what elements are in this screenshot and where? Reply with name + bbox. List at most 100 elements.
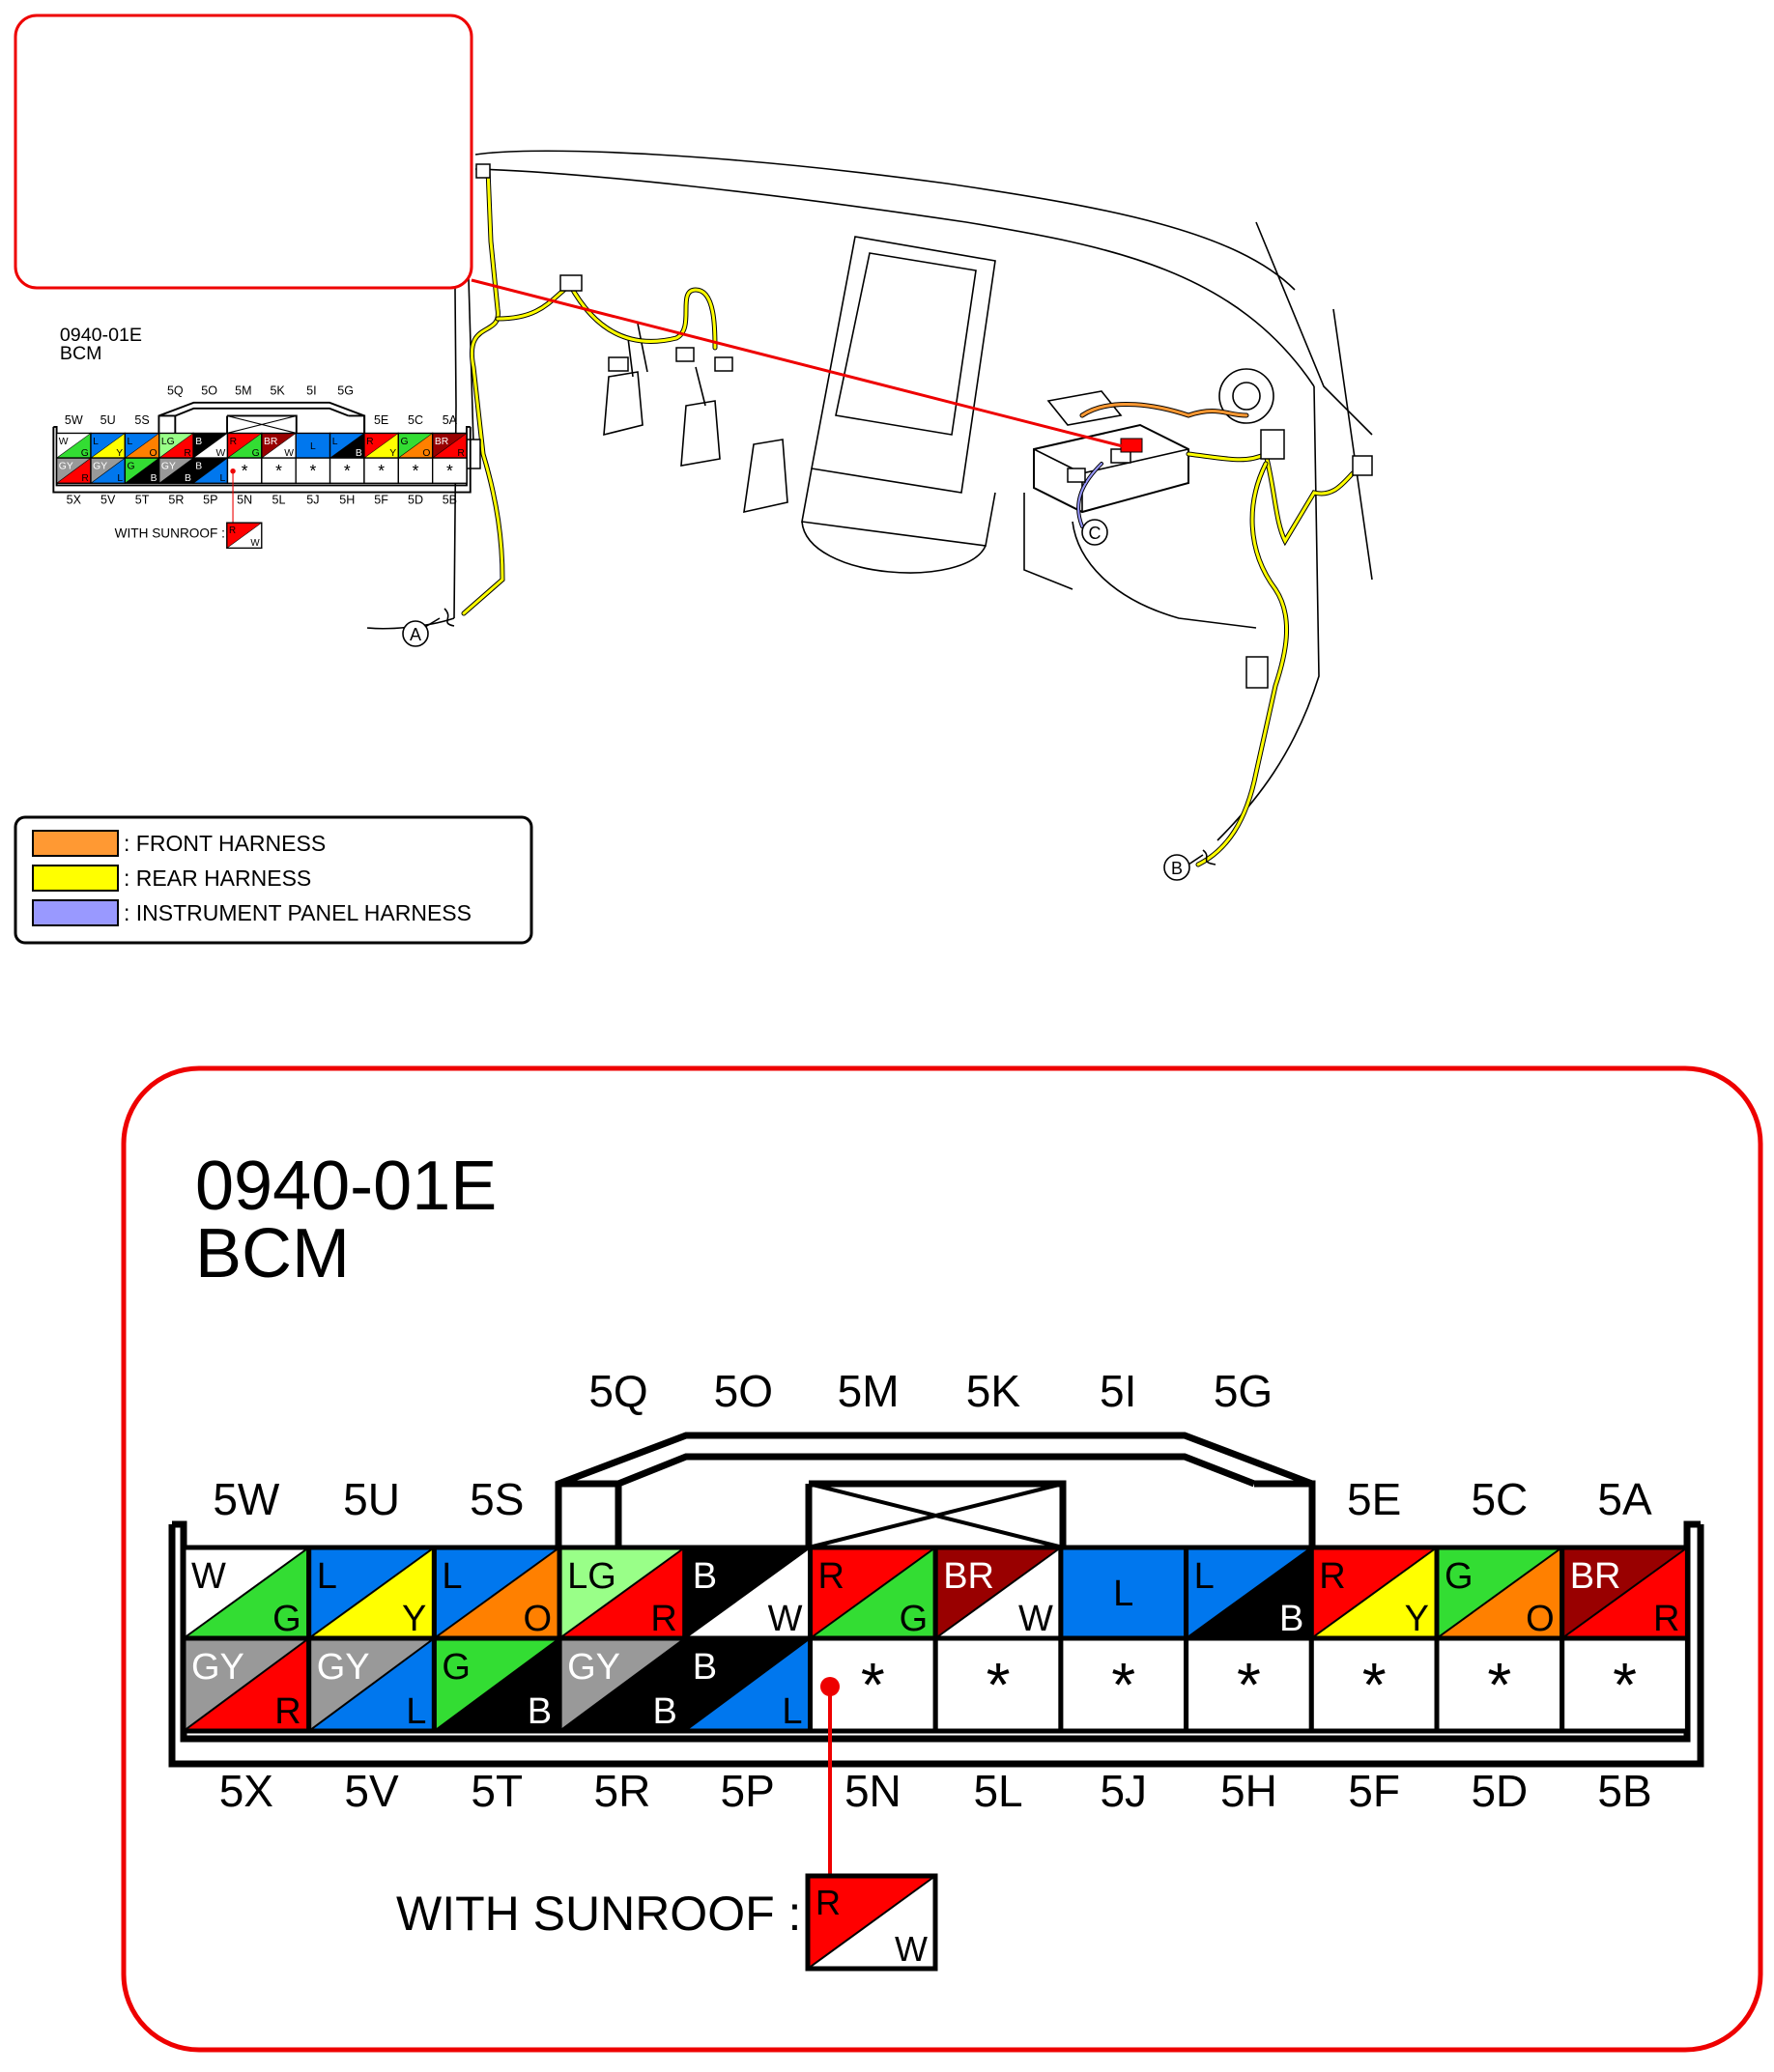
callout-leader-line — [471, 278, 1124, 448]
legend-label-front: : FRONT HARNESS — [124, 831, 326, 856]
terminal-20: * — [1184, 1635, 1314, 1734]
vehicle-layout-drawing — [366, 150, 1373, 841]
terminal-wire-color-stripe: G — [900, 1599, 929, 1639]
locator-a-label: A — [410, 625, 421, 644]
terminal-wire-color-stripe: R — [650, 1599, 676, 1639]
locator-c: C — [1081, 519, 1108, 546]
connector-name: BCM — [195, 1215, 350, 1292]
pin-label-top: 5M — [838, 1366, 900, 1416]
legend-label-rear: : REAR HARNESS — [124, 866, 311, 891]
terminal-21: * — [1308, 1635, 1440, 1734]
pin-label-top: 5E — [1347, 1474, 1401, 1524]
pin-label-top: 5A — [1597, 1474, 1652, 1524]
terminal-6: BR W — [932, 1545, 1064, 1641]
bcm-connector-location — [1120, 438, 1143, 453]
pin-label-bottom: 5X — [219, 1766, 273, 1816]
terminal-wire-color-stripe: L — [406, 1691, 426, 1732]
terminal-wire-color-primary: LG — [567, 1556, 616, 1597]
terminal-wire-color-primary: GY — [317, 1647, 370, 1688]
pin-label-bottom: 5V — [344, 1766, 399, 1816]
wiring-harness — [461, 166, 1356, 867]
legend-swatch-rear — [32, 865, 119, 892]
legend-label-instrument-panel: : INSTRUMENT PANEL HARNESS — [124, 900, 472, 925]
small-callout-box — [14, 14, 473, 290]
terminal-wire-color-primary: B — [693, 1647, 717, 1688]
sunroof-terminal: RW — [805, 1873, 938, 1972]
connector-housing — [168, 1432, 1704, 1768]
terminal-unused-mark: * — [987, 1650, 1011, 1719]
terminal-3: LG R — [557, 1545, 688, 1641]
terminal-wire-color-stripe: R — [274, 1691, 300, 1732]
terminal-14: GB — [431, 1635, 562, 1734]
legend-item-front: : FRONT HARNESS — [32, 830, 326, 857]
terminal-wire-color-primary: W — [191, 1556, 226, 1597]
pin-label-bottom: 5B — [1597, 1766, 1651, 1816]
terminal-wire-color-primary: GY — [191, 1647, 244, 1688]
terminal-15: GY B — [557, 1635, 688, 1734]
legend-item-instrument-panel: : INSTRUMENT PANEL HARNESS — [32, 899, 472, 926]
terminal-7: L — [1058, 1545, 1189, 1641]
terminal-wire-color-stripe: R — [1653, 1599, 1679, 1639]
pin-label-bottom: 5R — [594, 1766, 651, 1816]
terminal-unused-mark: * — [1613, 1650, 1637, 1719]
sunroof-note-label: WITH SUNROOF : — [396, 1887, 801, 1941]
terminal-8: LB — [1184, 1545, 1314, 1641]
terminal-0: WG — [181, 1545, 312, 1641]
terminal-19: * — [1058, 1635, 1189, 1734]
locator-b: B — [1163, 849, 1216, 881]
harness-legend — [14, 815, 533, 945]
terminal-unused-mark: * — [1487, 1650, 1511, 1719]
terminal-wire-color-primary: R — [815, 1883, 841, 1922]
terminal-22: * — [1434, 1635, 1565, 1734]
legend-item-rear: : REAR HARNESS — [32, 865, 311, 892]
terminal-23: * — [1559, 1635, 1690, 1734]
terminal-wire-color-primary: R — [818, 1556, 844, 1597]
terminal-wire-color-stripe: B — [652, 1691, 676, 1732]
pin-label-bottom: 5N — [844, 1766, 901, 1816]
pin-label-bottom: 5D — [1471, 1766, 1528, 1816]
terminal-1: LY — [306, 1545, 437, 1641]
terminal-wire-color-stripe: B — [528, 1691, 552, 1732]
pin-label-top: 5K — [966, 1366, 1021, 1416]
terminal-wire-color-primary: R — [1319, 1556, 1345, 1597]
terminal-wire-color-primary: GY — [567, 1647, 620, 1688]
terminal-wire-color-primary: G — [1445, 1556, 1474, 1597]
terminal-wire-color-primary: L — [317, 1556, 337, 1597]
pin-label-bottom: 5H — [1220, 1766, 1277, 1816]
terminal-unused-mark: * — [1111, 1650, 1135, 1719]
terminal-wire-color-primary: B — [693, 1556, 717, 1597]
terminal-16: BL — [682, 1635, 813, 1734]
locator-b-label: B — [1171, 859, 1183, 878]
terminal-wire-color-stripe: L — [782, 1691, 802, 1732]
harness-connectors — [458, 163, 1373, 689]
terminal-10: GO — [1434, 1545, 1565, 1641]
connector-code: 0940-01E — [195, 1148, 497, 1225]
terminal-9: RY — [1308, 1545, 1440, 1641]
locator-a: A — [402, 608, 455, 647]
terminal-wire-color-primary: BR — [943, 1556, 994, 1597]
terminal-wire-color: L — [1113, 1574, 1133, 1614]
terminal-5: RG — [808, 1545, 938, 1641]
legend-swatch-front — [32, 830, 119, 857]
terminal-wire-color-stripe: W — [1018, 1599, 1053, 1639]
terminal-unused-mark: * — [861, 1650, 885, 1719]
locator-c-label: C — [1089, 524, 1102, 543]
pin-label-top: 5W — [213, 1474, 280, 1524]
terminal-wire-color-primary: G — [442, 1647, 471, 1688]
terminal-wire-color-primary: L — [1194, 1556, 1215, 1597]
terminal-wire-color-stripe: W — [895, 1929, 928, 1969]
pin-label-bottom: 5P — [721, 1766, 775, 1816]
terminal-wire-color-stripe: O — [1526, 1599, 1555, 1639]
terminal-wire-color-primary: BR — [1570, 1556, 1621, 1597]
pin-label-top: 5G — [1214, 1366, 1273, 1416]
pin-label-bottom: 5J — [1100, 1766, 1147, 1816]
terminal-unused-mark: * — [1362, 1650, 1387, 1719]
terminal-18: * — [932, 1635, 1064, 1734]
terminal-unused-mark: * — [1237, 1650, 1261, 1719]
terminal-13: GY L — [306, 1635, 437, 1734]
terminal-wire-color-stripe: B — [1279, 1599, 1303, 1639]
